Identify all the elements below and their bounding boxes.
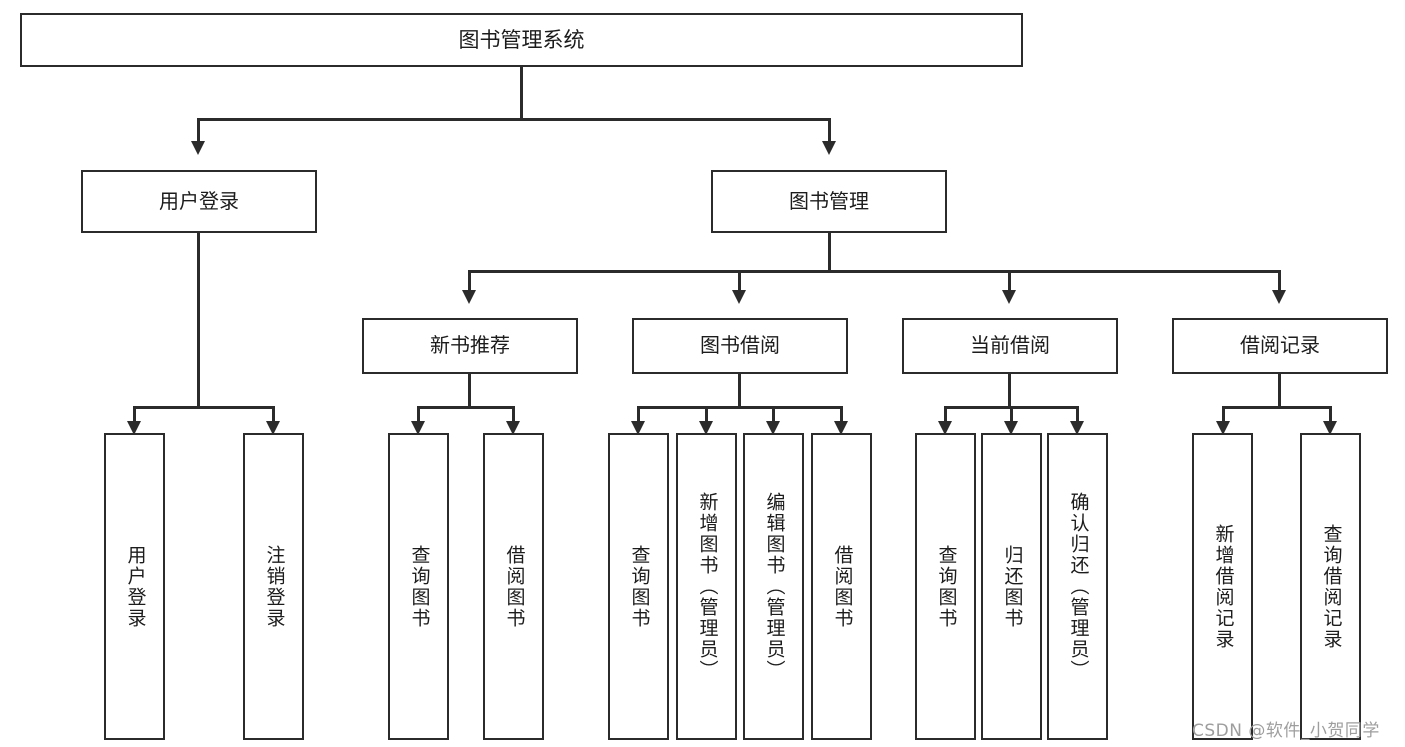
edge-bb-stem: [738, 374, 741, 408]
node-new-book-recommend[interactable]: 新书推荐: [362, 318, 578, 374]
edge-root-to-book-management: [828, 118, 831, 145]
leaf-new-book-recommend-1[interactable]: 借阅图书: [483, 433, 544, 740]
arrowhead-bb-leaf-1: [699, 421, 713, 435]
node-label: 编辑图书（管理员）: [763, 492, 786, 681]
edge-br-to-leaf-1: [1329, 406, 1332, 427]
edge-cb-to-leaf-1: [1010, 406, 1013, 427]
edge-user-login-distributor: [133, 406, 275, 409]
leaf-current-borrow-1[interactable]: 归还图书: [981, 433, 1042, 740]
edge-nbr-stem: [468, 374, 471, 408]
arrowhead-user-login-leaf-0: [127, 421, 141, 435]
node-root-book-management-system[interactable]: 图书管理系统: [20, 13, 1023, 67]
node-label: 借阅图书: [831, 544, 854, 629]
node-label: 新书推荐: [430, 333, 510, 358]
node-label: 当前借阅: [970, 333, 1050, 358]
leaf-borrow-record-0[interactable]: 新增借阅记录: [1192, 433, 1253, 740]
arrowhead-lvl3-3: [1272, 290, 1286, 304]
edge-user-login-to-leaf-1: [272, 406, 275, 427]
node-label: 新增图书（管理员）: [696, 492, 719, 681]
arrowhead-cb-leaf-1: [1004, 421, 1018, 435]
edge-bb-distributor: [637, 406, 843, 409]
leaf-book-borrow-0[interactable]: 查询图书: [608, 433, 669, 740]
arrowhead-bb-leaf-0: [631, 421, 645, 435]
node-label: 查询借阅记录: [1320, 523, 1343, 650]
csdn-watermark: CSDN @软件_小贺同学: [1192, 721, 1380, 741]
node-label: 图书管理: [789, 188, 869, 213]
leaf-new-book-recommend-0[interactable]: 查询图书: [388, 433, 449, 740]
edge-br-to-leaf-0: [1222, 406, 1225, 427]
leaf-user-login-1[interactable]: 注销登录: [243, 433, 304, 740]
edge-root-stem: [520, 67, 523, 120]
node-book-borrow[interactable]: 图书借阅: [632, 318, 848, 374]
edge-root-distributor: [197, 118, 831, 121]
edge-br-stem: [1278, 374, 1281, 408]
edge-bb-to-leaf-3: [840, 406, 843, 427]
node-label: 查询图书: [408, 544, 431, 629]
arrowhead-user-login: [191, 141, 205, 155]
node-label: 查询图书: [935, 544, 958, 629]
arrowhead-bb-leaf-3: [834, 421, 848, 435]
leaf-current-borrow-0[interactable]: 查询图书: [915, 433, 976, 740]
edge-user-login-to-leaf-0: [133, 406, 136, 427]
edge-user-login-stem: [197, 233, 200, 408]
edge-bm-to-lvl3-2: [1008, 270, 1011, 294]
leaf-current-borrow-2[interactable]: 确认归还（管理员）: [1047, 433, 1108, 740]
node-label: 图书管理系统: [458, 27, 585, 52]
node-borrow-record[interactable]: 借阅记录: [1172, 318, 1388, 374]
edge-nbr-to-leaf-1: [512, 406, 515, 427]
node-label: 用户登录: [159, 188, 239, 213]
edge-bb-to-leaf-0: [637, 406, 640, 427]
edge-root-to-user-login: [197, 118, 200, 145]
edge-bm-to-lvl3-1: [738, 270, 741, 294]
arrowhead-nbr-leaf-1: [506, 421, 520, 435]
edge-br-distributor: [1222, 406, 1332, 409]
node-label: 查询图书: [628, 544, 651, 629]
node-label: 借阅图书: [503, 544, 526, 629]
edge-book-management-stem: [828, 233, 831, 272]
edge-cb-to-leaf-0: [944, 406, 947, 427]
arrowhead-lvl3-1: [732, 290, 746, 304]
edge-nbr-distributor: [417, 406, 515, 409]
edge-book-management-distributor: [468, 270, 1279, 273]
arrowhead-nbr-leaf-0: [411, 421, 425, 435]
edge-bm-to-lvl3-0: [468, 270, 471, 294]
arrowhead-cb-leaf-0: [938, 421, 952, 435]
leaf-book-borrow-3[interactable]: 借阅图书: [811, 433, 872, 740]
node-label: 借阅记录: [1240, 333, 1320, 358]
edge-cb-stem: [1008, 374, 1011, 408]
node-book-management[interactable]: 图书管理: [711, 170, 947, 233]
node-label: 用户登录: [124, 544, 147, 629]
arrowhead-cb-leaf-2: [1070, 421, 1084, 435]
leaf-book-borrow-2[interactable]: 编辑图书（管理员）: [743, 433, 804, 740]
node-label: 注销登录: [263, 544, 286, 629]
leaf-borrow-record-1[interactable]: 查询借阅记录: [1300, 433, 1361, 740]
arrowhead-user-login-leaf-1: [266, 421, 280, 435]
edge-bm-to-lvl3-3: [1278, 270, 1281, 294]
arrowhead-bb-leaf-2: [766, 421, 780, 435]
edge-bb-to-leaf-1: [705, 406, 708, 427]
leaf-user-login-0[interactable]: 用户登录: [104, 433, 165, 740]
node-user-login[interactable]: 用户登录: [81, 170, 317, 233]
arrowhead-br-leaf-0: [1216, 421, 1230, 435]
arrowhead-br-leaf-1: [1323, 421, 1337, 435]
arrowhead-lvl3-2: [1002, 290, 1016, 304]
arrowhead-lvl3-0: [462, 290, 476, 304]
node-label: 图书借阅: [700, 333, 780, 358]
leaf-book-borrow-1[interactable]: 新增图书（管理员）: [676, 433, 737, 740]
edge-bb-to-leaf-2: [772, 406, 775, 427]
node-label: 归还图书: [1001, 544, 1024, 629]
edge-nbr-to-leaf-0: [417, 406, 420, 427]
node-label: 新增借阅记录: [1212, 523, 1235, 650]
node-current-borrow[interactable]: 当前借阅: [902, 318, 1118, 374]
edge-cb-to-leaf-2: [1076, 406, 1079, 427]
node-label: 确认归还（管理员）: [1067, 492, 1090, 681]
arrowhead-book-management: [822, 141, 836, 155]
